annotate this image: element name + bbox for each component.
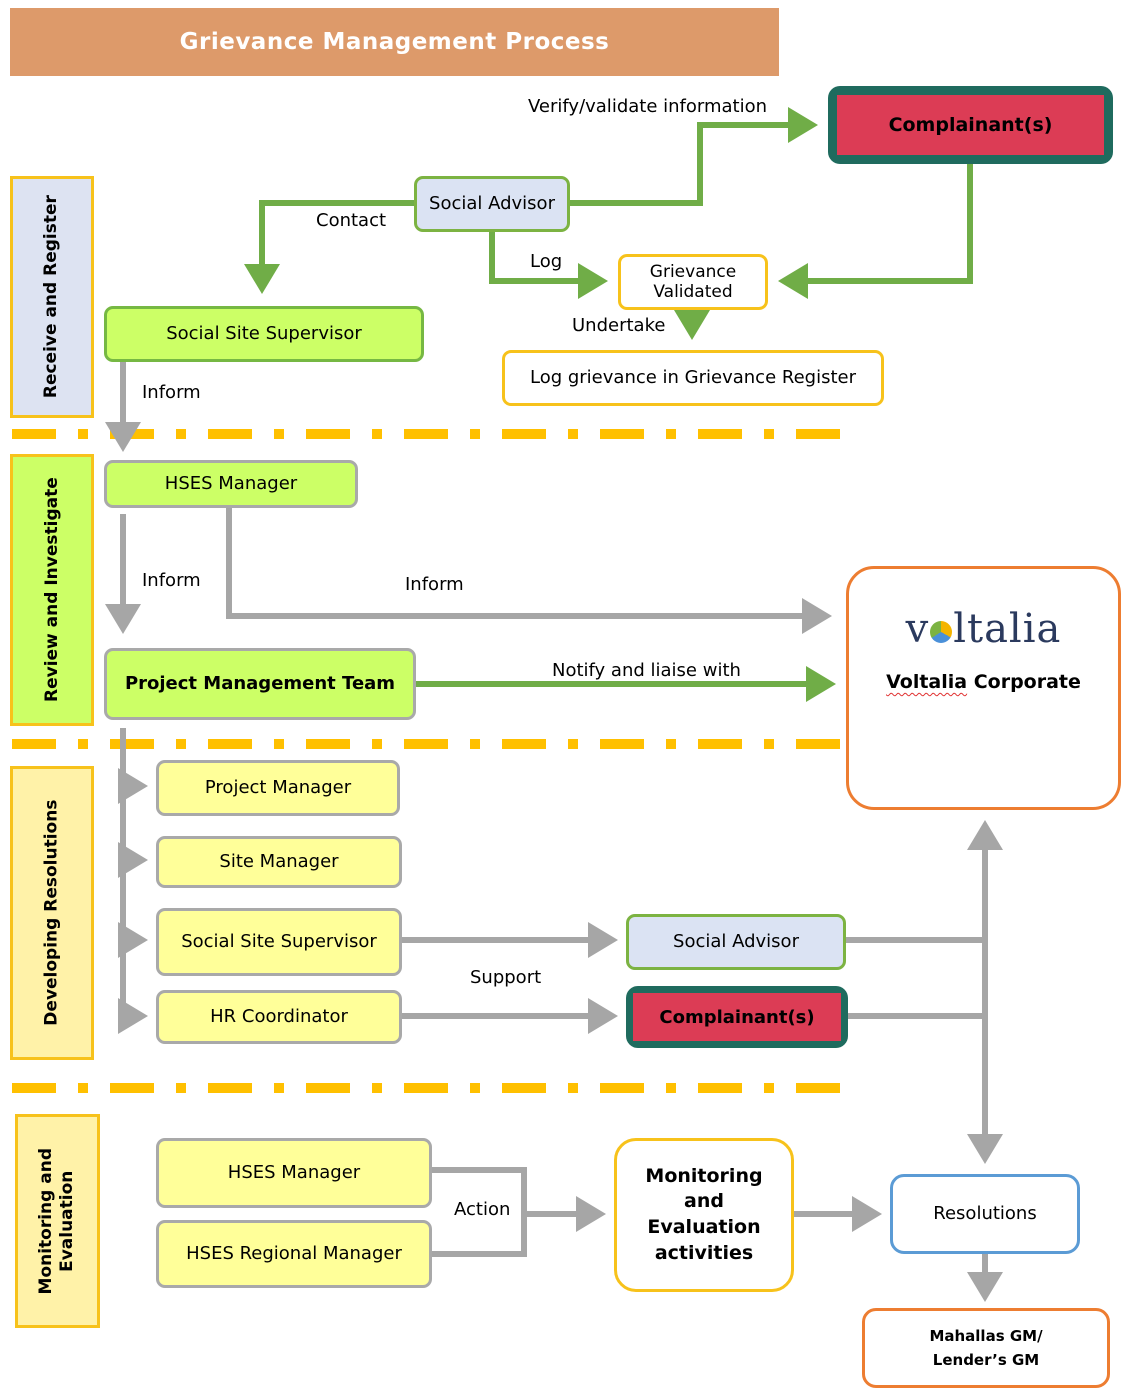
node-monitoring-evaluation-activities: Monitoring and Evaluation activities [614, 1138, 794, 1292]
node-social-advisor-dev: Social Advisor [626, 914, 846, 970]
node-hr-coordinator: HR Coordinator [156, 990, 402, 1044]
node-complainant-top: Complainant(s) [828, 86, 1113, 164]
arrow-inform-hses-voltalia [226, 508, 832, 634]
node-social-site-supervisor-dev: Social Site Supervisor [156, 908, 402, 976]
label-log: Log [530, 251, 563, 272]
me-line3: Evaluation [647, 1216, 761, 1238]
me-line1: Monitoring [645, 1164, 763, 1187]
arrow-verify-to-complainant [570, 107, 818, 206]
voltalia-logo-post: ltalia [953, 606, 1062, 652]
complainant-top-label: Complainant(s) [837, 95, 1104, 155]
node-mahallas-gm: Mahallas GM/ Lender’s GM [862, 1308, 1110, 1388]
arrow-contact-to-supervisor [244, 200, 416, 294]
arrow-log-to-validated [489, 232, 608, 299]
node-social-site-supervisor-top: Social Site Supervisor [104, 306, 424, 362]
phase-separators [12, 429, 840, 1093]
complainant-dev-label: Complainant(s) [633, 993, 841, 1041]
grievance-validated-line1: Grievance [649, 261, 737, 282]
node-project-management-team: Project Management Team [104, 648, 416, 720]
node-hses-regional-manager: HSES Regional Manager [156, 1220, 432, 1288]
diagram-title: Grievance Management Process [10, 8, 779, 76]
mahallas-line1: Mahallas GM/ [929, 1327, 1043, 1345]
voltalia-corporate-label: Voltalia Corporate [886, 671, 1081, 694]
label-notify: Notify and liaise with [552, 660, 741, 681]
voltalia-corporate-word2: Corporate [973, 671, 1081, 693]
label-inform-2: Inform [142, 570, 201, 591]
mahallas-line2: Lender’s GM [932, 1351, 1040, 1369]
arrow-complainant-to-validated [778, 162, 973, 299]
label-support: Support [470, 967, 542, 988]
voltalia-corporate-word1: Voltalia [886, 671, 968, 693]
label-undertake: Undertake [572, 315, 666, 336]
node-project-manager: Project Manager [156, 760, 400, 816]
me-line2: and [684, 1190, 724, 1213]
phase-review-investigate: Review and Investigate [10, 454, 94, 726]
node-hses-manager-mon: HSES Manager [156, 1138, 432, 1208]
grievance-validated-line2: Validated [653, 282, 733, 302]
label-contact: Contact [316, 210, 387, 231]
label-inform-3: Inform [405, 574, 464, 595]
voltalia-sun-icon [930, 621, 953, 643]
node-social-advisor-top: Social Advisor [414, 176, 570, 232]
phase-receive-register: Receive and Register [10, 176, 94, 418]
node-hses-manager-top: HSES Manager [104, 460, 358, 508]
me-line4: activities [654, 1241, 754, 1264]
phase-developing-resolutions: Developing Resolutions [10, 766, 94, 1060]
node-log-grievance: Log grievance in Grievance Register [502, 350, 884, 406]
label-verify: Verify/validate information [528, 96, 768, 117]
node-grievance-validated: Grievance Validated [618, 254, 768, 310]
node-site-manager: Site Manager [156, 836, 402, 888]
node-resolutions: Resolutions [890, 1174, 1080, 1254]
label-inform-1: Inform [142, 382, 201, 403]
voltalia-logo-pre: v [905, 606, 930, 652]
label-action: Action [454, 1199, 511, 1220]
phase-monitoring-evaluation: Monitoring and Evaluation [15, 1114, 100, 1328]
node-complainant-dev: Complainant(s) [626, 986, 848, 1048]
